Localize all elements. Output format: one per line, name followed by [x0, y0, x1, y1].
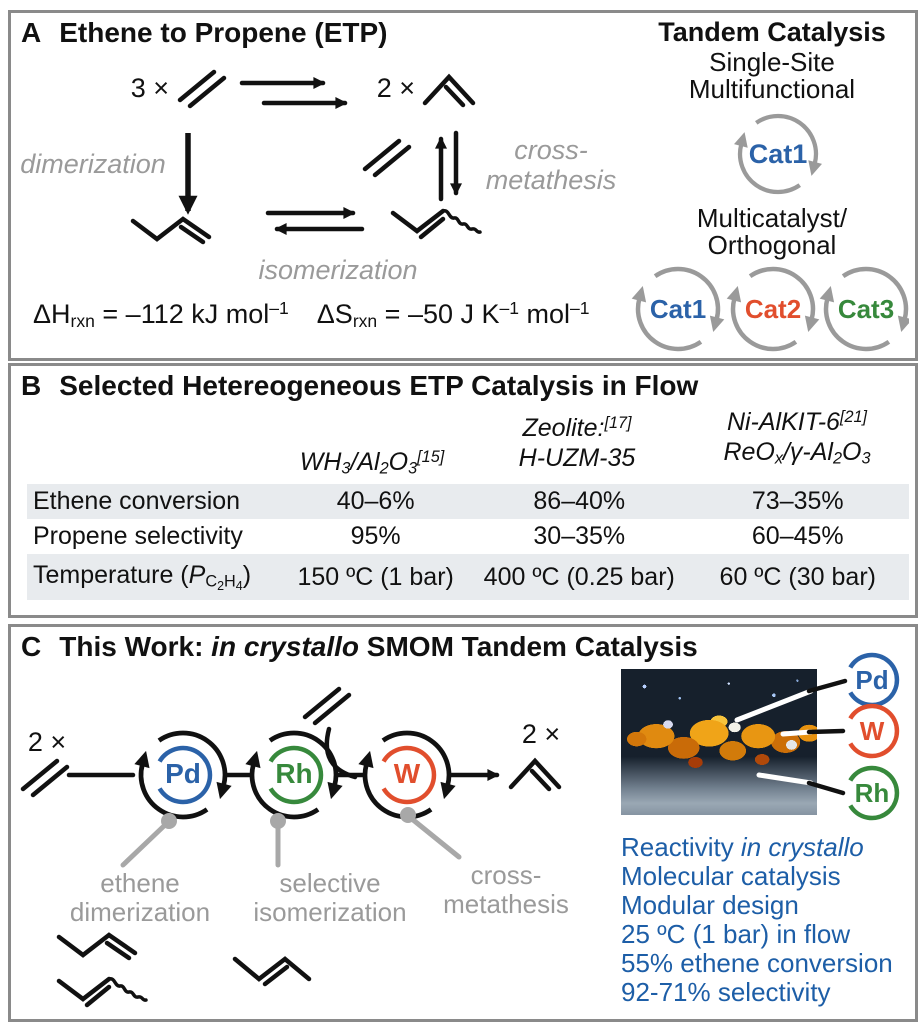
- panel-ethene-to-propene: A Ethene to Propene (ETP) 3 × 2 × dimeriz…: [8, 10, 918, 361]
- propene-structure: [511, 761, 559, 789]
- dimerization-label: dimerization: [20, 149, 166, 179]
- catalyst-column-header-2-line2: H-UZM-35: [518, 444, 636, 472]
- trans-butene-structure: [235, 959, 309, 984]
- row-value: 40–6%: [336, 487, 415, 515]
- panel-etp-catalysis-table: B Selected Hetereogeneous ETP Catalysis i…: [8, 363, 918, 618]
- row-value: 60–45%: [751, 522, 844, 550]
- row-label: Propene selectivity: [33, 522, 243, 550]
- role-line: isomerization: [253, 897, 407, 927]
- catalyst-column-header-1: WH3/Al2O3[15]: [299, 448, 445, 478]
- multifunctional-label: Multifunctional: [688, 74, 856, 104]
- panel-label: B: [21, 370, 42, 401]
- table-row-propene-selectivity: Propene selectivity 95% 30–35% 60–45%: [27, 519, 909, 554]
- table-row-ethene-conversion: Ethene conversion 40–6% 86–40% 73–35%: [27, 484, 909, 519]
- highlights-list: Reactivity in crystallo Molecular cataly…: [621, 833, 911, 1007]
- multicatalyst-label: Multicatalyst/: [696, 203, 848, 233]
- pd-catalyst-label: Pd: [165, 758, 201, 789]
- etp-data-table: Ethene conversion 40–6% 86–40% 73–35% Pr…: [27, 484, 909, 600]
- row-value: 73–35%: [751, 487, 844, 515]
- catalyst-column-header-2-line1: Zeolite:[17]: [522, 414, 632, 443]
- pd-legend-label: Pd: [855, 665, 889, 695]
- role-line: cross-: [470, 860, 542, 890]
- row-value: 30–35%: [533, 522, 626, 550]
- panel-label: C: [21, 631, 42, 662]
- entropy-value: ΔSrxn = –50 J K–1 mol–1: [316, 298, 590, 331]
- propene-structure: [425, 77, 473, 105]
- single-site-label: Single-Site: [709, 47, 835, 77]
- panel-b-title: B Selected Hetereogeneous ETP Catalysis i…: [21, 370, 698, 402]
- w-catalyst-label: W: [393, 758, 421, 789]
- butene-2-structure: [59, 979, 146, 1005]
- stoichiometry-right: 2 ×: [376, 73, 415, 103]
- highlight-line: Molecular catalysis: [621, 861, 841, 891]
- highlight-line: 92-71% selectivity: [621, 977, 831, 1007]
- panel-title-text: Selected Hetereogeneous ETP Catalysis in…: [59, 370, 699, 401]
- orthogonal-label: Orthogonal: [707, 230, 837, 260]
- ethene-structure: [23, 761, 67, 795]
- row-value: 95%: [350, 522, 401, 550]
- row-label: Temperature (PC2H4): [33, 561, 252, 593]
- row-label: Ethene conversion: [33, 487, 241, 515]
- role-selective-isomerization: selective isomerization: [220, 869, 440, 927]
- rh-legend-label: Rh: [854, 778, 890, 808]
- row-value: 86–40%: [533, 487, 626, 515]
- crystal-photo: [621, 669, 817, 815]
- panel-label: A: [21, 17, 42, 48]
- row-value: 400 ºC (0.25 bar): [483, 562, 675, 591]
- highlight-line: Reactivity in crystallo: [621, 832, 864, 862]
- cat1-single-label: Cat1: [748, 139, 808, 169]
- enthalpy-value: ΔHrxn = –112 kJ mol–1: [33, 298, 289, 331]
- cat2-label: Cat2: [744, 294, 802, 324]
- butene-1-structure: [133, 219, 209, 242]
- cat1-label: Cat1: [649, 294, 707, 324]
- role-ethene-dimerization: ethene dimerization: [35, 869, 245, 927]
- w-legend-label: W: [859, 716, 885, 746]
- stoichiometry-left: 2 ×: [27, 727, 67, 757]
- role-cross-metathesis: cross- metathesis: [411, 861, 601, 919]
- panel-title-text: This Work: in crystallo SMOM Tandem Cata…: [59, 631, 698, 662]
- role-line: metathesis: [443, 889, 569, 919]
- cat3-label: Cat3: [837, 294, 895, 324]
- catalyst-column-header-3-line1: Ni-AlKIT-6[21]: [726, 408, 868, 437]
- highlight-line: 55% ethene conversion: [621, 948, 893, 978]
- callout-dot: [270, 813, 286, 829]
- ethene-structure: [365, 141, 409, 175]
- cross-metathesis-label-2: metathesis: [485, 165, 617, 195]
- table-row-temperature: Temperature (PC2H4) 150 ºC (1 bar) 400 º…: [27, 554, 909, 600]
- panel-this-work: C This Work: in crystallo SMOM Tandem Cat…: [8, 624, 918, 1022]
- thermodynamics-line: ΔHrxn = –112 kJ mol–1 ΔSrxn = –50 J K–1 m…: [33, 298, 590, 332]
- callout-dot: [400, 807, 416, 823]
- row-value: 60 ºC (30 bar): [719, 562, 876, 591]
- butene-1-structure: [59, 935, 135, 958]
- catalyst-column-header-3-line2: ReOx/γ-Al2O3: [723, 438, 871, 468]
- role-line: selective: [279, 868, 381, 898]
- rh-catalyst-label: Rh: [275, 758, 313, 789]
- row-value: 150 ºC (1 bar): [297, 562, 454, 591]
- highlight-line: Modular design: [621, 890, 799, 920]
- panel-a-title: A Ethene to Propene (ETP): [21, 17, 387, 49]
- panel-c-title: C This Work: in crystallo SMOM Tandem Cat…: [21, 631, 698, 663]
- role-line: ethene: [100, 868, 180, 898]
- ethene-structure: [180, 72, 224, 106]
- cross-metathesis-label-1: cross-: [514, 135, 588, 165]
- isomerization-label: isomerization: [258, 255, 418, 285]
- butene-2-structure: [393, 211, 480, 237]
- ethene-structure: [305, 689, 349, 723]
- panel-title-text: Ethene to Propene (ETP): [59, 17, 388, 48]
- role-line: dimerization: [69, 897, 211, 927]
- stoichiometry-left: 3 ×: [130, 73, 169, 103]
- tandem-catalysis-title: Tandem Catalysis: [658, 17, 886, 47]
- callout-dot: [161, 813, 177, 829]
- highlight-line: 25 ºC (1 bar) in flow: [621, 919, 851, 949]
- stoichiometry-right: 2 ×: [521, 719, 561, 749]
